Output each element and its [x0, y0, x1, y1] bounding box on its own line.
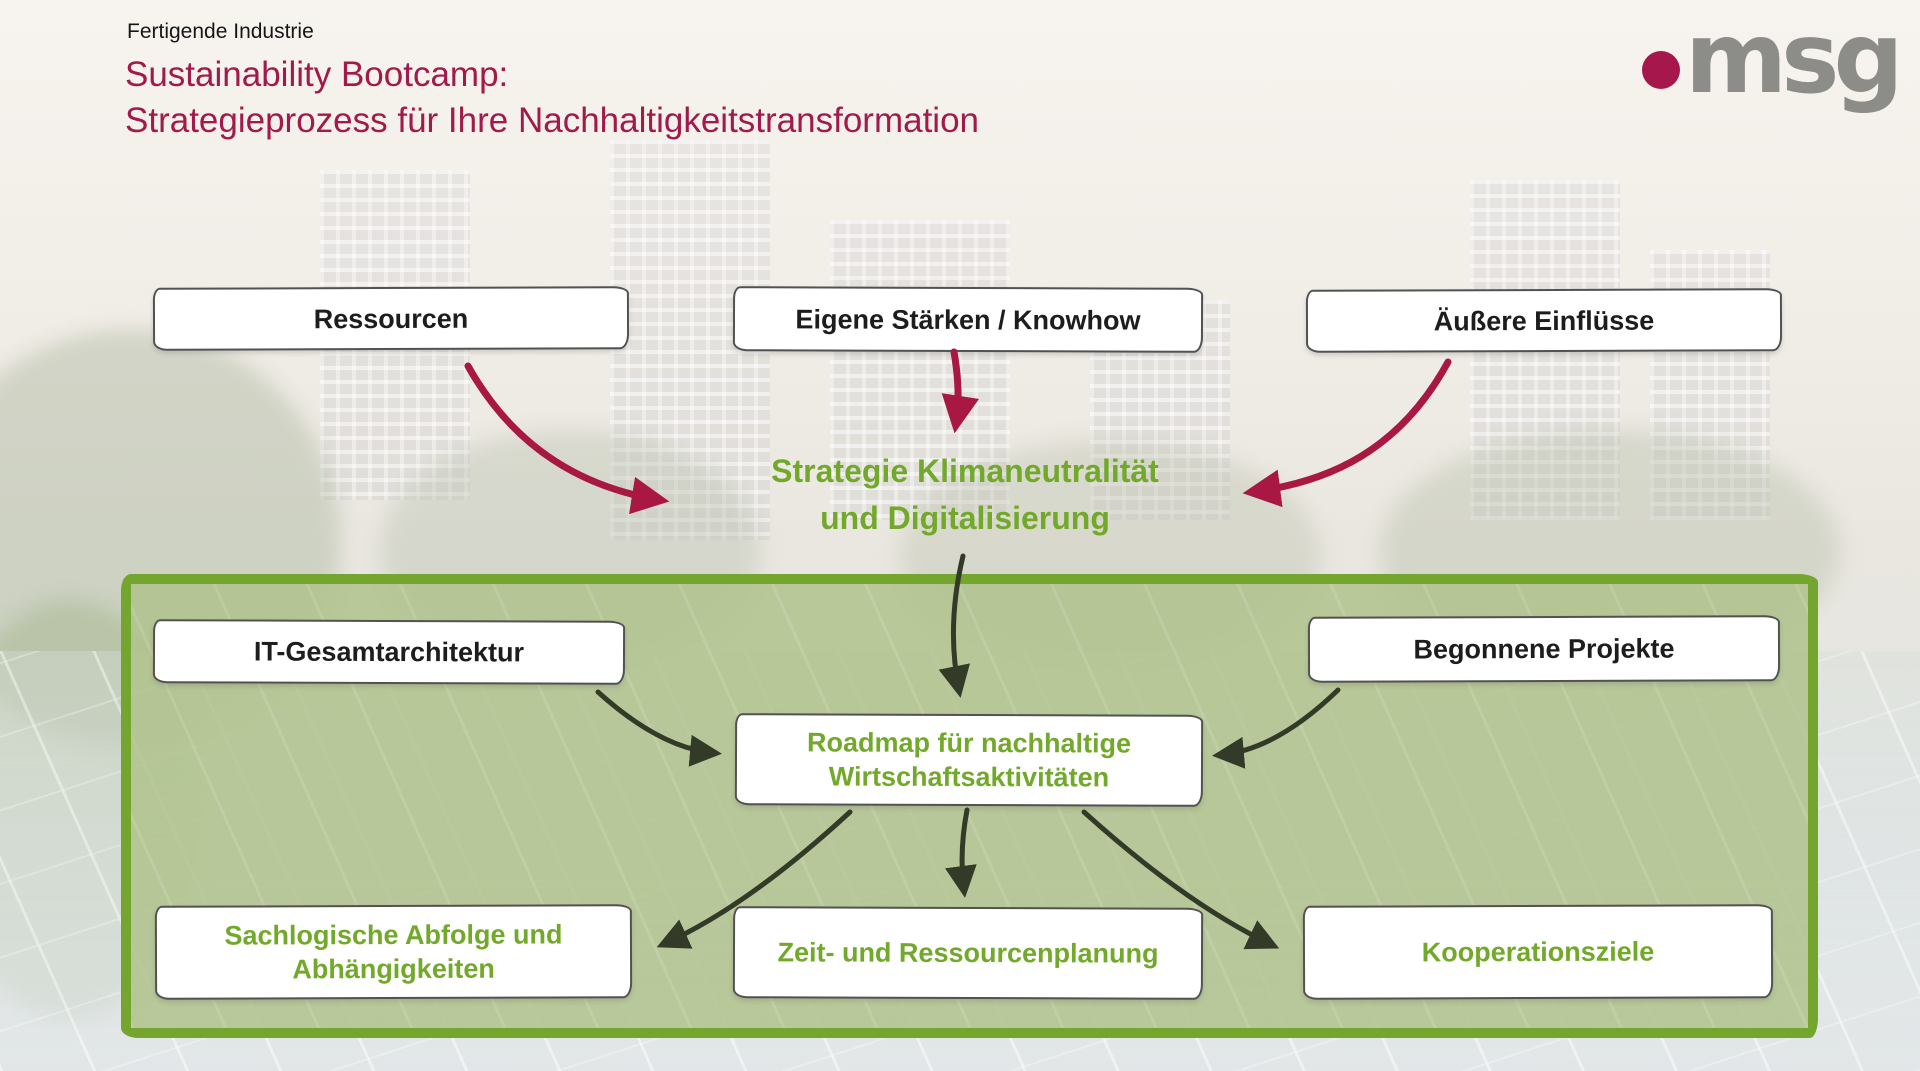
- box-eigene-staerken: Eigene Stärken / Knowhow: [732, 286, 1204, 353]
- box-it-gesamtarchitektur: IT-Gesamtarchitektur: [152, 619, 626, 685]
- msg-logo-dot-icon: [1642, 51, 1680, 90]
- strategy-line2: und Digitalisierung: [820, 500, 1110, 536]
- box-aeussere-einfluesse: Äußere Einflüsse: [1305, 288, 1783, 353]
- building-silhouette: [830, 220, 1010, 520]
- slide-title-line2: Strategieprozess für Ihre Nachhaltigkeit…: [125, 101, 980, 140]
- strategy-line1: Strategie Klimaneutralität: [771, 453, 1159, 489]
- box-aeussere-einfluesse-label: Äußere Einflüsse: [1433, 305, 1655, 336]
- msg-logo: msg: [1642, 2, 1904, 116]
- box-zeit-ressourcenplanung-label: Zeit- und Ressourcenplanung: [777, 937, 1159, 969]
- box-roadmap: Roadmap für nachhaltige Wirtschaftsaktiv…: [734, 713, 1204, 807]
- box-roadmap-line1: Roadmap für nachhaltige: [806, 727, 1132, 759]
- box-ressourcen: Ressourcen: [152, 286, 630, 351]
- box-it-gesamtarchitektur-label: IT-Gesamtarchitektur: [253, 636, 525, 668]
- box-zeit-ressourcenplanung: Zeit- und Ressourcenplanung: [732, 906, 1204, 1000]
- slide-eyebrow: Fertigende Industrie: [127, 20, 314, 43]
- strategy-headline: Strategie Klimaneutralität und Digitalis…: [585, 448, 1345, 542]
- box-kooperationsziele-label: Kooperationsziele: [1421, 936, 1655, 968]
- box-sachlogische-abfolge-label: Sachlogische Abfolge und Abhängigkeiten: [224, 919, 563, 985]
- box-roadmap-line2: Wirtschaftsaktivitäten: [828, 761, 1110, 793]
- box-sachlogische-abfolge: Sachlogische Abfolge und Abhängigkeiten: [154, 904, 633, 1000]
- box-eigene-staerken-label: Eigene Stärken / Knowhow: [795, 303, 1141, 336]
- slide-title: Sustainability Bootcamp: Strategieprozes…: [125, 52, 979, 144]
- slide-title-line1: Sustainability Bootcamp:: [125, 55, 509, 94]
- msg-logo-text: msg: [1685, 2, 1904, 116]
- box-kooperationsziele: Kooperationsziele: [1302, 904, 1774, 1000]
- box-begonnene-projekte-label: Begonnene Projekte: [1413, 633, 1675, 665]
- box-ressourcen-label: Ressourcen: [313, 303, 469, 334]
- box-begonnene-projekte: Begonnene Projekte: [1307, 615, 1781, 683]
